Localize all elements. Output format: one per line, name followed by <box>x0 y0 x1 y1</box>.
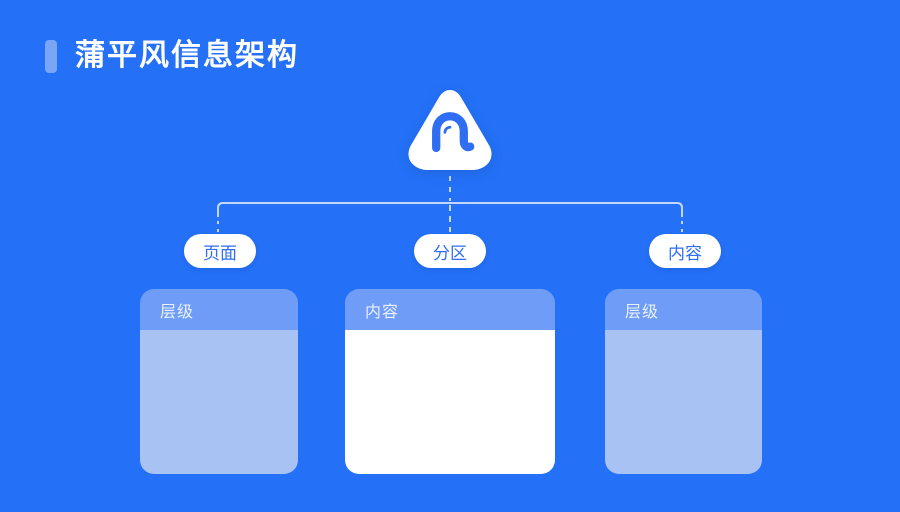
card-header-label: 层级 <box>625 303 660 321</box>
page-title: 蒲平风信息架构 <box>75 39 299 72</box>
node-content-label: 内容 <box>668 243 702 263</box>
card-body <box>605 330 762 474</box>
node-page-label: 页面 <box>203 243 237 263</box>
card-body <box>140 330 298 474</box>
card-header: 层级 <box>605 289 762 330</box>
title-accent-bar-icon <box>45 39 57 73</box>
title-block: 蒲平风信息架构 <box>45 38 299 74</box>
card-hierarchy-left: 层级 <box>140 289 298 474</box>
node-section: 分区 <box>414 234 486 268</box>
card-header-label: 层级 <box>160 303 195 321</box>
node-content: 内容 <box>649 234 721 268</box>
card-header: 层级 <box>140 289 298 330</box>
card-body <box>345 330 555 474</box>
card-header: 内容 <box>345 289 555 330</box>
logo-icon <box>404 87 496 174</box>
card-header-label: 内容 <box>365 303 400 321</box>
node-page: 页面 <box>184 234 256 268</box>
card-hierarchy-right: 层级 <box>605 289 762 474</box>
node-section-label: 分区 <box>433 243 467 263</box>
card-content-middle: 内容 <box>345 289 555 474</box>
